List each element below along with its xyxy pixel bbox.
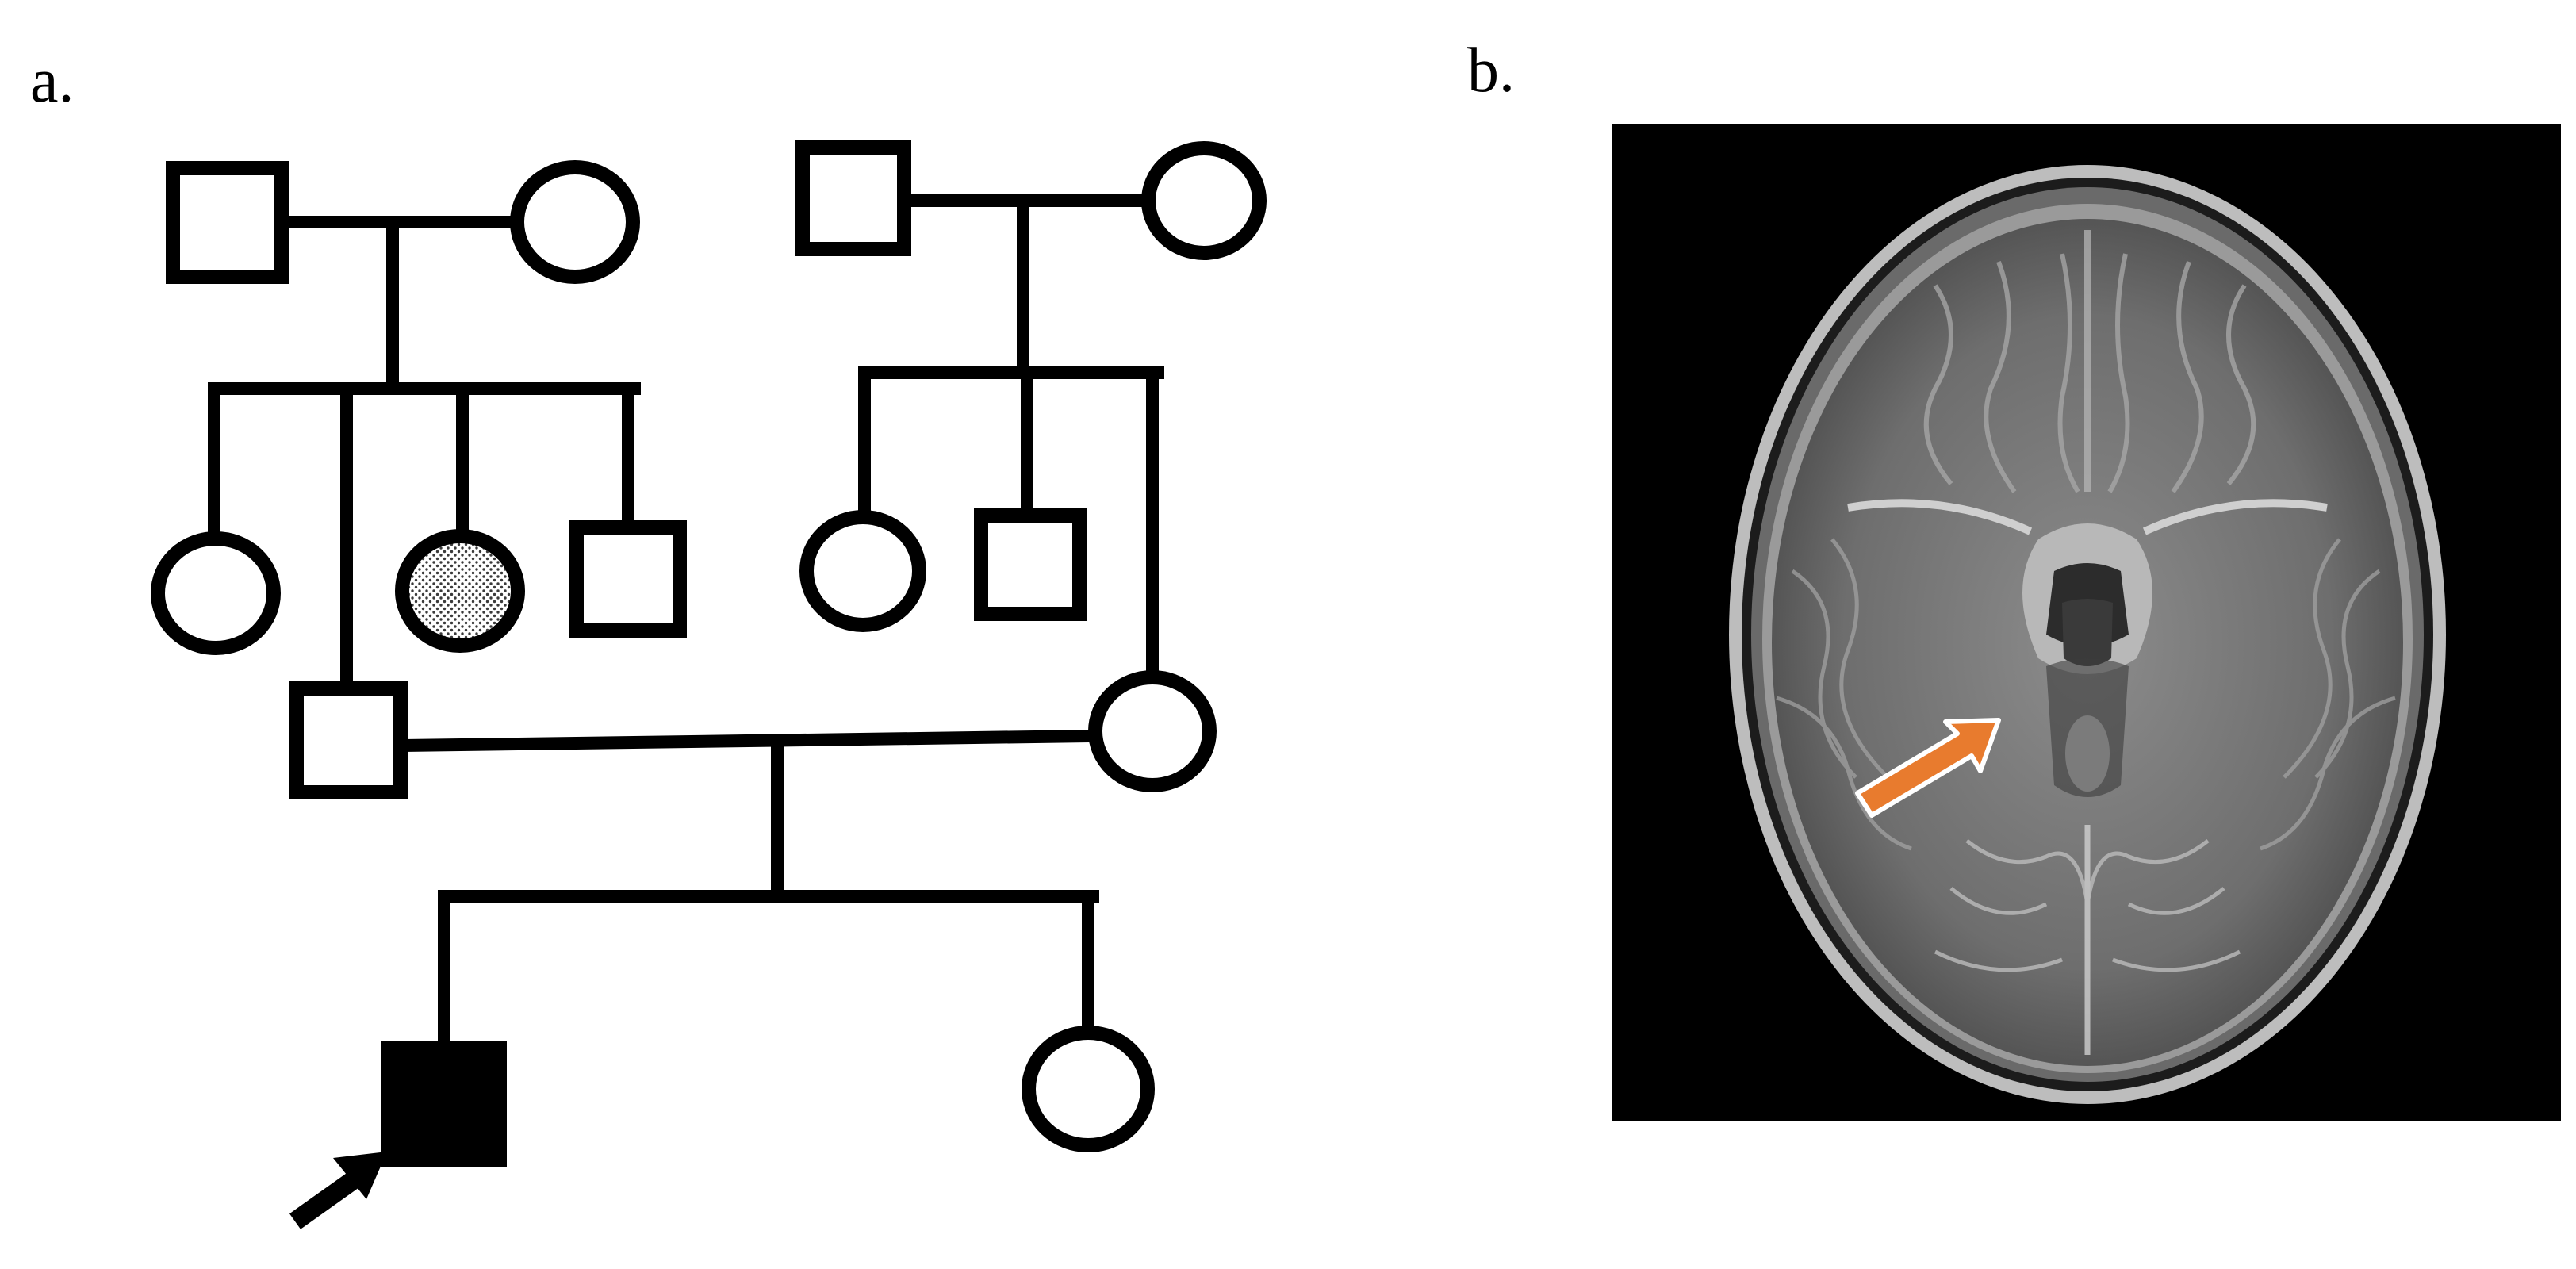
panel-a-label: a.	[30, 46, 75, 116]
individual-I-4	[1141, 141, 1267, 260]
individual-I-3	[795, 140, 911, 256]
individual-III-2	[1022, 1026, 1155, 1152]
individual-I-1	[166, 161, 289, 284]
individual-II-5	[799, 510, 926, 632]
individual-II-6	[974, 508, 1087, 621]
panel-b-label: b.	[1467, 36, 1515, 105]
pedigree-lines	[208, 194, 1164, 1057]
individual-III-1-proband-affected	[381, 1041, 507, 1167]
mri-lesion-arrow	[1855, 718, 2001, 818]
panel-b: b.	[1467, 36, 2561, 1121]
individual-II-7-mother	[1088, 670, 1217, 792]
individual-II-1	[151, 531, 281, 655]
proband-arrow	[289, 1152, 387, 1229]
individual-I-2	[510, 160, 640, 284]
panel-a: a.	[30, 46, 1267, 1229]
individual-II-4	[569, 520, 687, 638]
mri-brain-image	[1729, 165, 2446, 1104]
individual-II-3-carrier	[395, 529, 525, 653]
individual-II-2-father	[289, 681, 408, 799]
